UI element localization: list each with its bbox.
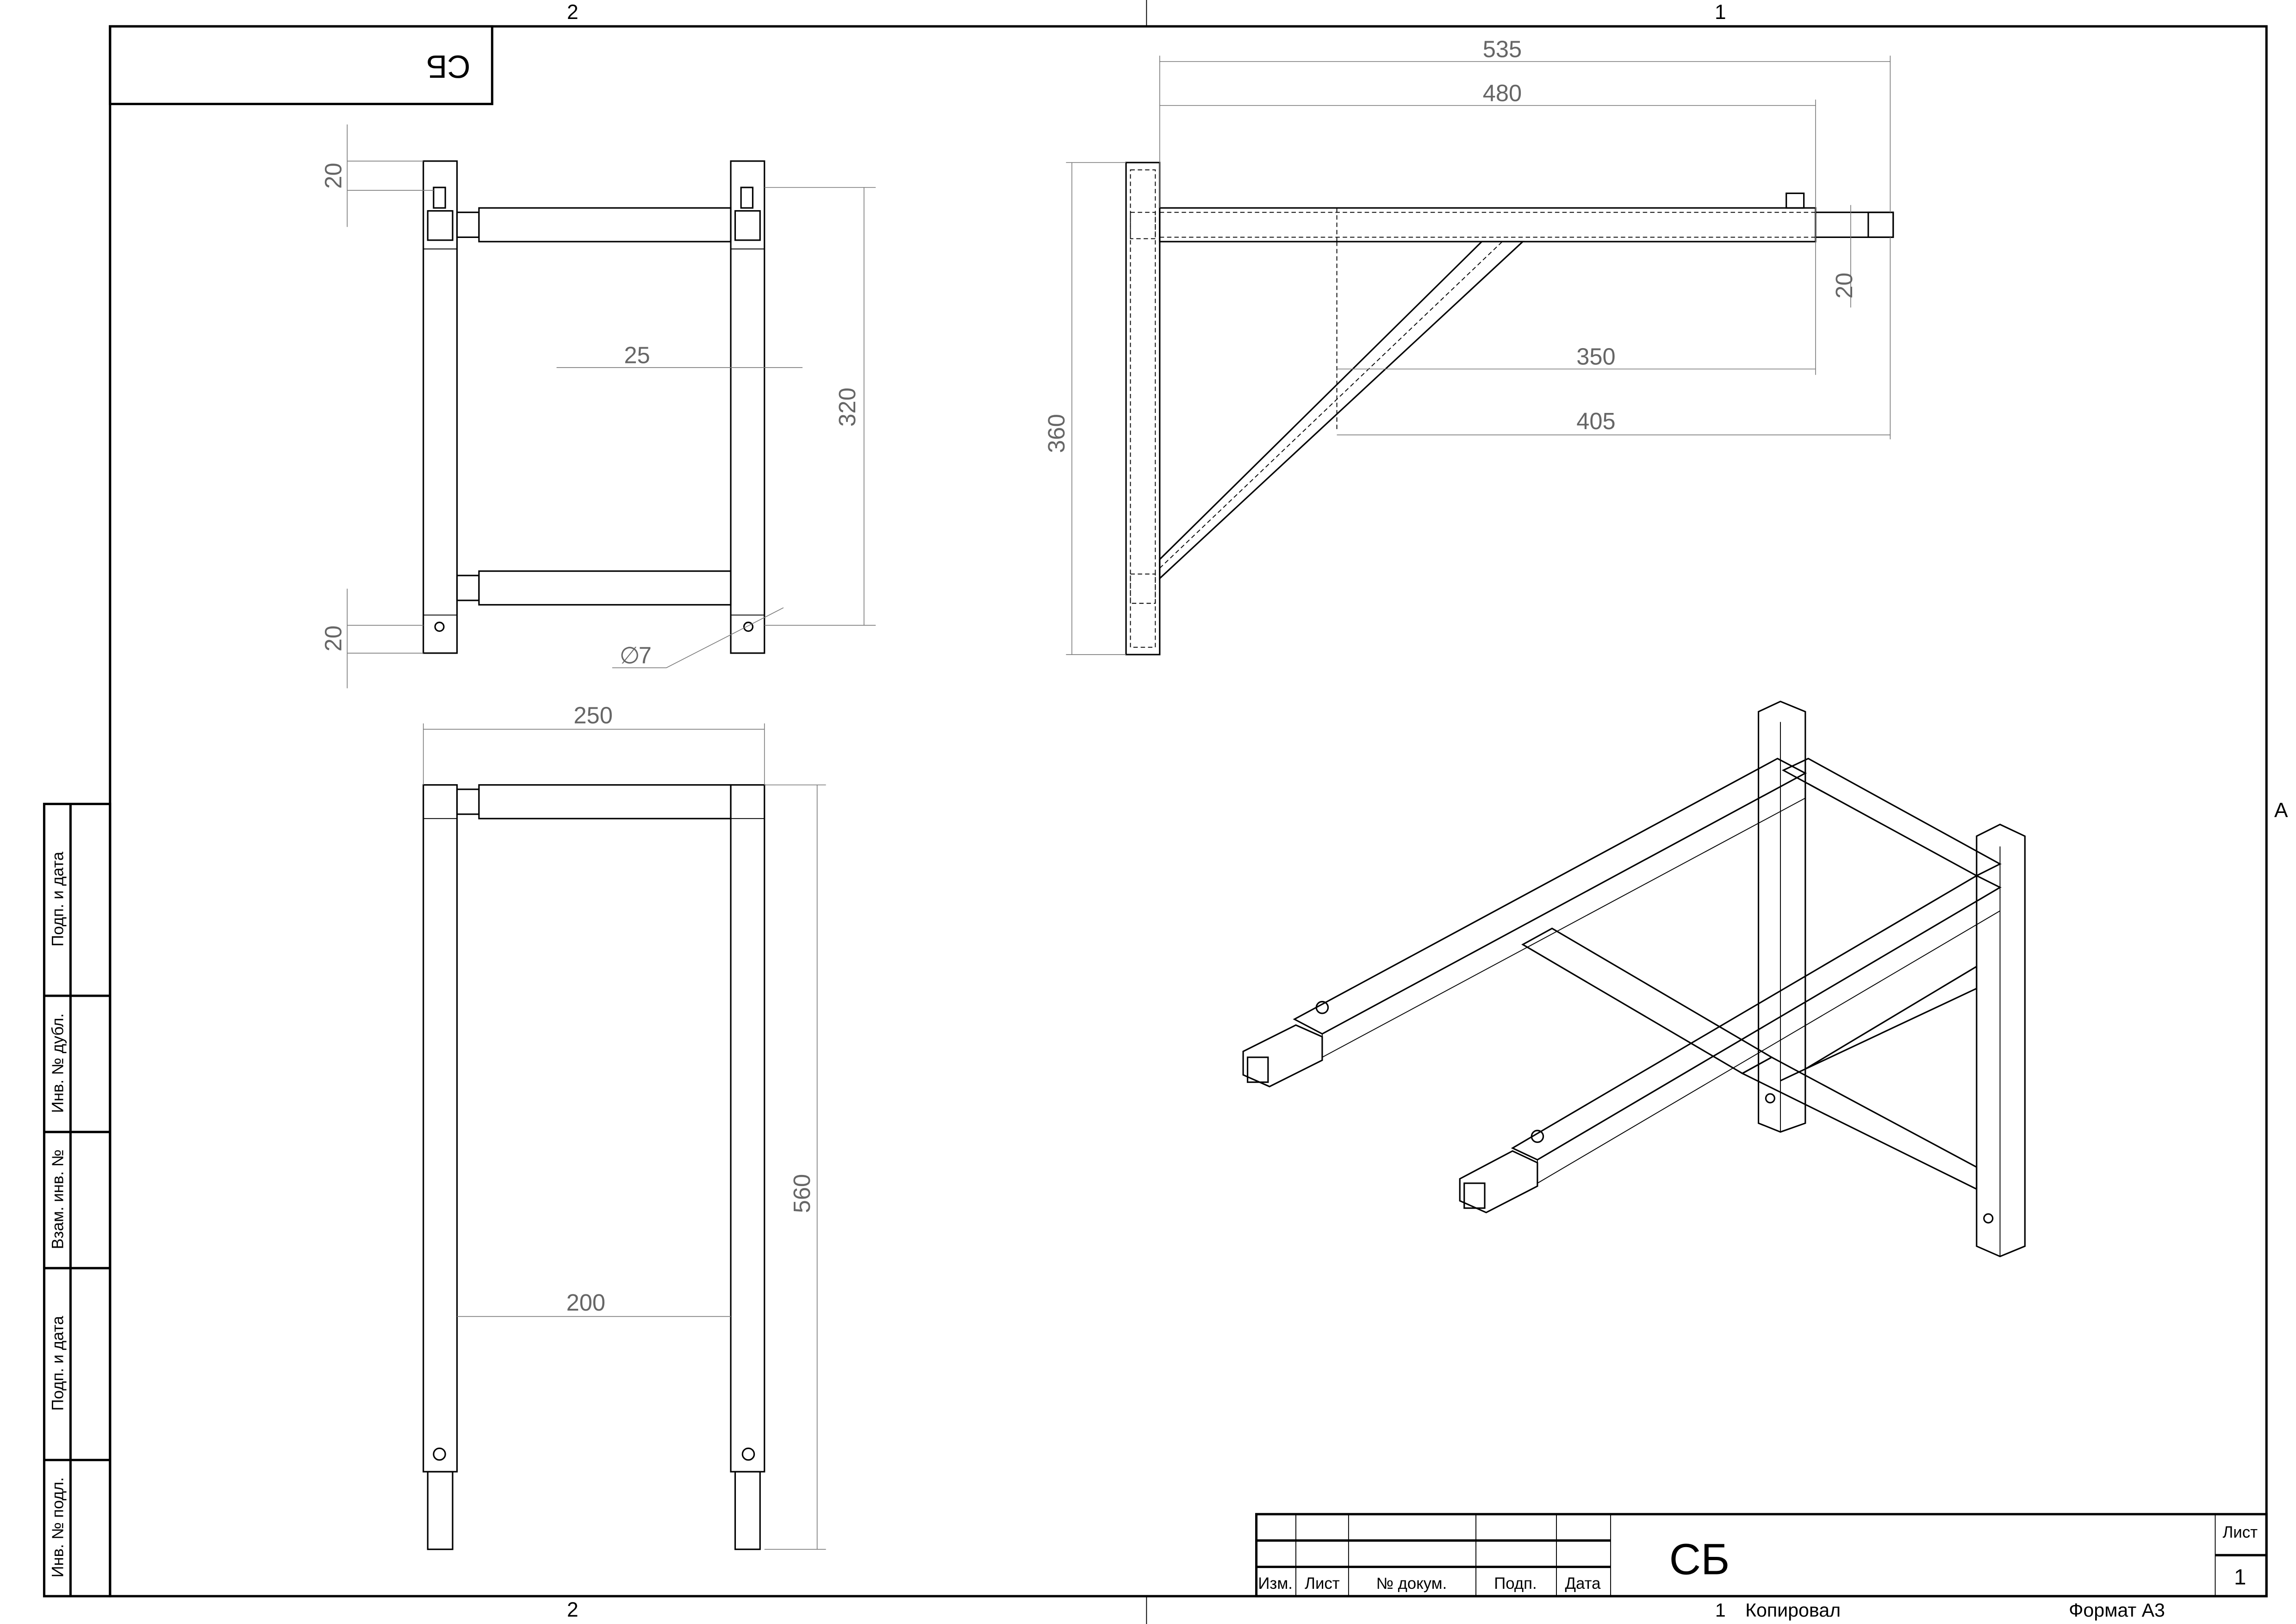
stamp-label: Инв. № дубл.: [50, 1013, 67, 1113]
front-view-dimensions: [347, 124, 876, 688]
sheet-frame: [109, 0, 2268, 1624]
zone-label: 1: [1715, 1, 1726, 24]
dim-post-width: 25: [624, 342, 650, 368]
zone-label: 2: [567, 1599, 579, 1621]
stamp-label: Взам. инв. №: [50, 1149, 67, 1249]
isometric-view: [1242, 700, 2026, 1257]
sheet-number: 1: [2234, 1565, 2246, 1590]
copied-number: 1: [1715, 1599, 1726, 1621]
side-stamp: [43, 803, 112, 1598]
stamp-label: Инв. № подл.: [50, 1477, 67, 1578]
dim-brace-total: 405: [1576, 408, 1615, 434]
dim-total-length: 535: [1483, 36, 1522, 62]
side-view-dimensions: [1066, 56, 1891, 655]
front-view: [423, 160, 765, 654]
dim-hole: 7: [639, 642, 652, 668]
dim-bottom-offset: 20: [320, 625, 347, 651]
dim-side-height: 360: [1043, 414, 1070, 453]
top-view-dimensions: [423, 723, 826, 1550]
dim-hole-prefix: ∅: [620, 642, 640, 668]
drawing-designation: СБ: [1669, 1535, 1730, 1584]
title-header: Подп.: [1494, 1575, 1537, 1593]
top-view: [423, 784, 765, 1550]
dim-arm-length: 480: [1483, 80, 1522, 106]
mirrored-code: СБ: [426, 49, 471, 85]
title-header: № докум.: [1376, 1575, 1447, 1593]
format-label: Формат А3: [2069, 1599, 2165, 1621]
zone-label: 2: [567, 1, 579, 24]
title-header: Изм.: [1258, 1575, 1293, 1593]
dim-top-offset: 20: [320, 162, 347, 188]
dim-front-height: 320: [834, 387, 860, 426]
side-view: [1125, 162, 1894, 656]
dim-width: 250: [573, 702, 612, 729]
stamp-label: Подп. и дата: [50, 1316, 67, 1411]
title-header: Дата: [1565, 1575, 1601, 1593]
dim-bar-size: 20: [1831, 273, 1857, 299]
sheet-label: Лист: [2222, 1524, 2258, 1541]
zone-label: А: [2274, 799, 2288, 822]
dim-brace-arm: 350: [1576, 344, 1615, 370]
title-block: [1255, 1513, 2268, 1598]
dim-length: 560: [789, 1174, 815, 1213]
stamp-label: Подп. и дата: [50, 851, 67, 947]
copied-label: Копировал: [1745, 1599, 1841, 1621]
dim-inner: 200: [566, 1289, 605, 1316]
title-header: Лист: [1305, 1575, 1340, 1593]
